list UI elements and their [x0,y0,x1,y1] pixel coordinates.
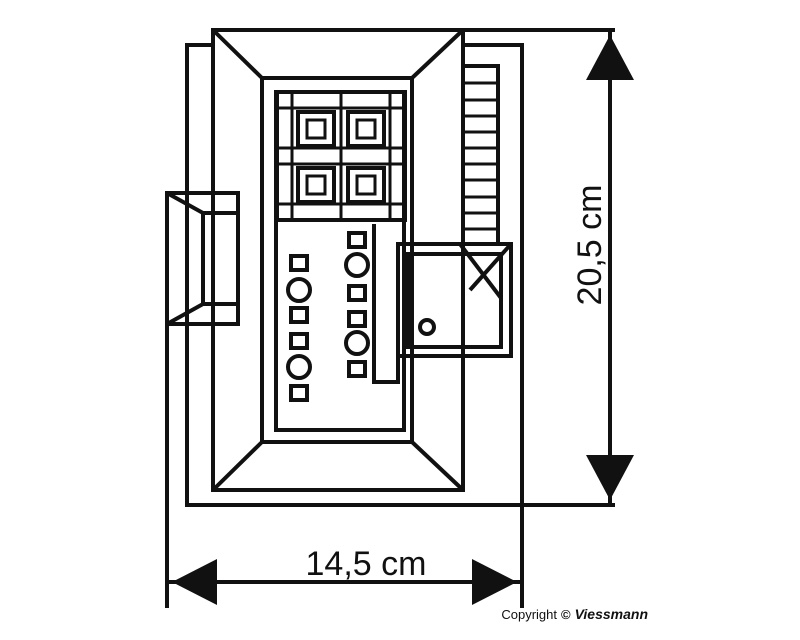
width-label: 14,5 cm [306,545,427,583]
skylight-panel [275,90,407,222]
height-label: 20,5 cm [571,185,609,306]
base-plate [185,43,615,507]
annex-building [396,242,513,358]
arrow-down-icon [586,455,634,500]
copyright-notice: Copyright © Viessmann [501,606,648,622]
arrow-left-icon [172,559,217,605]
copyright-symbol-icon: © [561,606,571,622]
entrance-canopy [165,191,240,326]
arrow-right-icon [472,559,517,605]
height-dimension [462,28,634,505]
roof-outline [211,28,465,492]
platform-step [372,224,400,384]
brand-name: Viessmann [574,606,648,622]
side-stairs [463,64,500,246]
copyright-label: Copyright [501,606,557,622]
arrow-up-icon [586,35,634,80]
annex-vent-icon [418,318,436,336]
width-dimension [165,324,524,608]
roof-vents [286,231,370,402]
